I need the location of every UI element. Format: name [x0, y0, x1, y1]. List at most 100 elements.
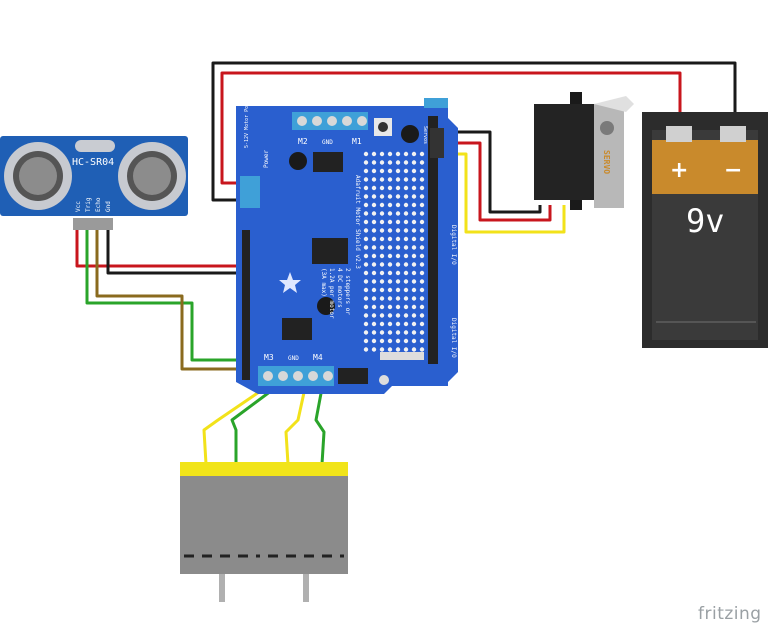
proto-hole: [363, 219, 369, 225]
servo-gear: [600, 121, 614, 135]
wire-sensor-gnd: [106, 228, 250, 275]
proto-hole: [395, 279, 401, 284]
proto-hole: [419, 160, 425, 165]
proto-hole: [411, 177, 417, 182]
wire-motor2-yellow: [284, 387, 307, 465]
wire-motor1-green: [230, 386, 276, 464]
label-m3: M3: [264, 353, 274, 362]
proto-hole: [363, 168, 369, 174]
proto-hole: [403, 160, 409, 165]
proto-hole: [379, 253, 385, 259]
battery-terminal-plus: [666, 126, 692, 142]
chip-driver-1: [313, 152, 343, 172]
proto-hole: [379, 279, 385, 284]
proto-hole: [387, 185, 393, 191]
proto-hole: [419, 330, 425, 335]
label-gnd-top: GND: [322, 139, 333, 146]
proto-hole: [371, 160, 377, 165]
mount-hole: [379, 375, 389, 385]
proto-hole: [387, 168, 393, 174]
servo-header: [430, 128, 444, 158]
sensor-pin-gnd: Gnd: [105, 201, 112, 212]
proto-hole: [363, 313, 369, 318]
proto-hole: [411, 262, 417, 267]
proto-hole: [363, 347, 369, 352]
proto-hole: [363, 151, 369, 157]
proto-hole: [371, 194, 377, 199]
proto-hole: [387, 194, 393, 199]
pin-strip: [380, 352, 424, 360]
proto-hole: [387, 304, 393, 310]
motor-1-body: [180, 476, 264, 574]
motor-2-shaft: [303, 574, 309, 602]
label-motor-power: 5-12V Motor Power: [244, 97, 250, 148]
wire-motor1-yellow: [202, 386, 266, 465]
capacitor-1: [401, 125, 419, 143]
proto-hole: [379, 228, 385, 233]
motor-shield: M2 GND M1 Power 5-12V Motor Power Adafru…: [236, 97, 458, 394]
proto-hole: [387, 211, 393, 216]
proto-hole: [371, 219, 377, 225]
proto-hole: [403, 253, 409, 259]
sensor-crystal: [75, 140, 115, 152]
proto-hole: [379, 296, 385, 301]
proto-hole: [379, 194, 385, 199]
proto-hole: [363, 279, 369, 284]
label-servos: Servos: [422, 126, 428, 144]
proto-hole: [411, 151, 417, 157]
proto-hole: [411, 338, 417, 344]
proto-hole: [419, 287, 425, 293]
wire-sensor-trig: [85, 228, 250, 362]
proto-hole: [371, 168, 377, 174]
proto-hole: [403, 211, 409, 216]
shield-title-1: Adafruit Motor Shield v2.3: [354, 175, 361, 269]
proto-hole: [371, 287, 377, 293]
proto-hole: [403, 236, 409, 242]
capacitor-3: [317, 297, 335, 315]
chip-driver-2: [282, 318, 312, 340]
battery-9v: + − 9v: [642, 112, 768, 348]
label-m1: M1: [352, 137, 362, 146]
fritzing-brand: fritzing: [698, 604, 762, 624]
proto-hole: [419, 245, 425, 250]
shield-title-3: 4 DC motors: [336, 268, 343, 308]
proto-hole: [387, 219, 393, 225]
proto-hole: [387, 262, 393, 267]
terminal-top-right: [424, 98, 448, 108]
proto-hole: [379, 151, 385, 157]
proto-hole: [363, 253, 369, 259]
proto-hole: [379, 304, 385, 310]
battery-terminal-minus: [720, 126, 746, 142]
proto-hole: [371, 347, 377, 352]
header-right: [428, 116, 438, 364]
proto-hole: [379, 245, 385, 250]
proto-hole: [363, 177, 369, 182]
proto-hole: [395, 270, 401, 276]
proto-hole: [371, 211, 377, 216]
proto-hole: [387, 228, 393, 233]
proto-hole: [411, 304, 417, 310]
proto-hole: [419, 253, 425, 259]
proto-hole: [379, 321, 385, 327]
proto-hole: [371, 321, 377, 327]
proto-hole: [403, 185, 409, 191]
proto-hole: [419, 262, 425, 267]
proto-hole: [403, 194, 409, 199]
proto-hole: [363, 185, 369, 191]
proto-hole: [371, 253, 377, 259]
proto-hole: [395, 168, 401, 174]
dc-motor-1: [180, 462, 264, 602]
proto-hole: [403, 304, 409, 310]
proto-hole: [411, 168, 417, 174]
proto-hole: [395, 194, 401, 199]
proto-hole: [379, 338, 385, 344]
proto-hole: [363, 228, 369, 233]
proto-hole: [363, 287, 369, 293]
proto-hole: [395, 287, 401, 293]
proto-hole: [371, 177, 377, 182]
proto-hole: [419, 270, 425, 276]
proto-hole: [387, 313, 393, 318]
proto-hole: [411, 202, 417, 208]
proto-hole: [419, 347, 425, 352]
